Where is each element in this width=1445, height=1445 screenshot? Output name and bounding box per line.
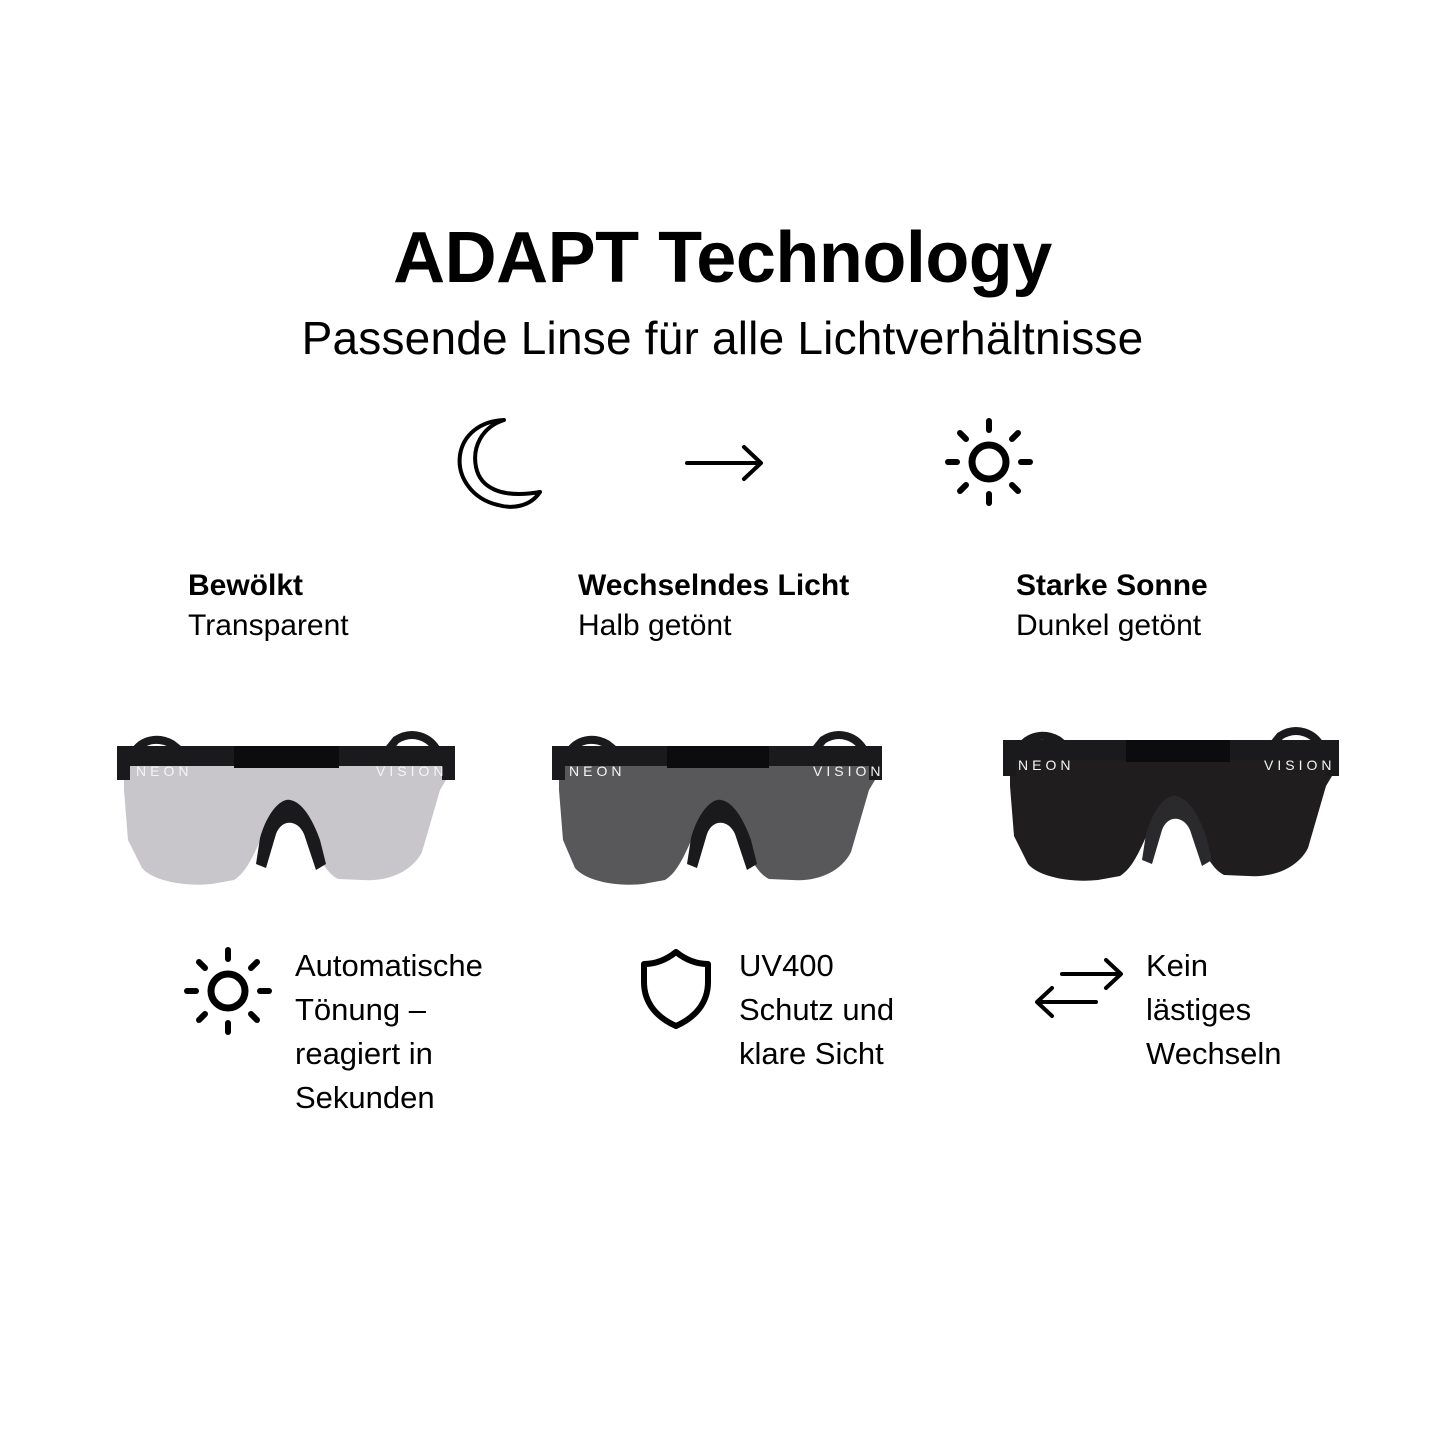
sun-icon xyxy=(944,417,1034,507)
condition-cloudy: Bewölkt Transparent xyxy=(188,566,349,646)
condition-title: Starke Sonne xyxy=(1016,569,1208,602)
glasses-transparent: NEON VISION xyxy=(112,722,460,892)
condition-changing-light: Wechselndes Licht Halb getönt xyxy=(578,566,849,646)
feature-line: Tönung – xyxy=(295,992,426,1027)
feature-line: Kein xyxy=(1146,948,1209,983)
moon-icon xyxy=(452,415,544,509)
svg-text:VISION: VISION xyxy=(1264,757,1335,773)
feature-line: Automatische xyxy=(295,948,483,983)
svg-text:NEON: NEON xyxy=(569,763,625,779)
svg-text:VISION: VISION xyxy=(376,763,447,779)
svg-text:VISION: VISION xyxy=(813,763,884,779)
page-title: ADAPT Technology xyxy=(393,218,1052,298)
glasses-dark-tinted: NEON VISION xyxy=(998,718,1344,888)
condition-title: Bewölkt xyxy=(188,569,304,602)
feature-no-switching: Kein lästiges Wechseln xyxy=(1146,944,1282,1076)
sun-icon xyxy=(183,946,273,1036)
condition-subtitle: Dunkel getönt xyxy=(1016,609,1202,642)
feature-line: Sekunden xyxy=(295,1080,435,1115)
page-subtitle: Passende Linse für alle Lichtverhältniss… xyxy=(301,312,1144,364)
condition-title: Wechselndes Licht xyxy=(578,569,850,602)
glasses-half-tinted: NEON VISION xyxy=(547,722,887,892)
condition-subtitle: Transparent xyxy=(188,609,349,642)
svg-text:NEON: NEON xyxy=(1018,757,1074,773)
feature-line: Schutz und xyxy=(739,992,895,1027)
arrow-right-icon xyxy=(684,442,766,484)
condition-subtitle: Halb getönt xyxy=(578,609,732,642)
feature-line: klare Sicht xyxy=(739,1036,884,1071)
condition-strong-sun: Starke Sonne Dunkel getönt xyxy=(1016,566,1208,646)
swap-arrows-icon xyxy=(1032,956,1126,1024)
svg-text:NEON: NEON xyxy=(136,763,192,779)
feature-line: Wechseln xyxy=(1146,1036,1282,1071)
feature-line: lästiges xyxy=(1146,992,1252,1027)
feature-auto-tint: Automatische Tönung – reagiert in Sekund… xyxy=(295,944,483,1120)
feature-uv-protection: UV400 Schutz und klare Sicht xyxy=(739,944,894,1076)
shield-icon xyxy=(638,948,714,1030)
feature-line: UV400 xyxy=(739,948,834,983)
feature-line: reagiert in xyxy=(295,1036,433,1071)
